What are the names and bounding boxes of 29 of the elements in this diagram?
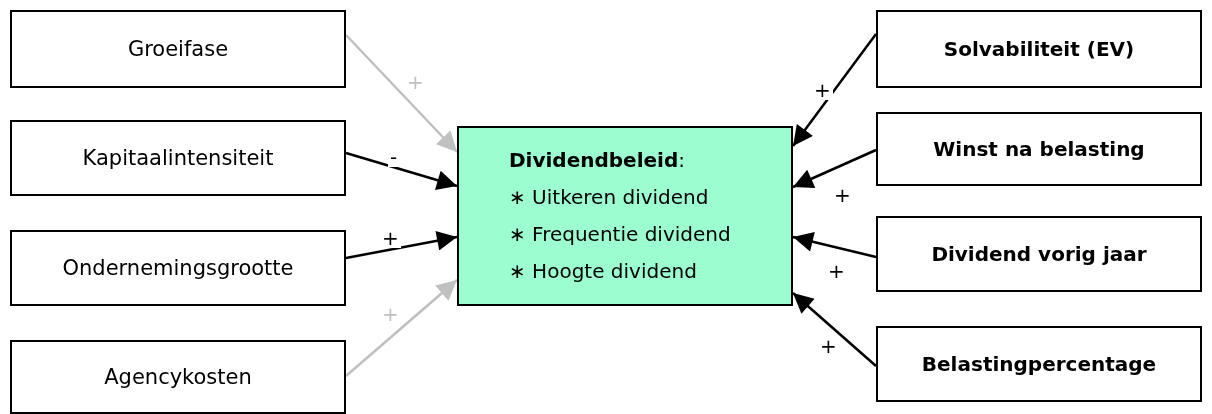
factor-box [10, 230, 346, 306]
arrow [345, 34, 458, 153]
arrow [792, 292, 877, 367]
box-title: Dividendbeleid: [509, 147, 685, 174]
factor-box [876, 216, 1202, 292]
box-title: Agencykosten [104, 365, 252, 389]
factor-box [10, 120, 346, 196]
box-title: Kapitaalintensiteit [82, 146, 274, 170]
box-title: Winst na belasting [933, 137, 1145, 161]
arrow [792, 231, 877, 259]
arrow [345, 279, 458, 377]
list-item: ∗ Frequentie dividend [509, 221, 731, 248]
factor-box [10, 340, 346, 414]
arrow [792, 148, 877, 189]
factor-box [876, 10, 1202, 88]
box-title: Belastingpercentage [921, 352, 1157, 376]
box-title: Groeifase [127, 37, 229, 61]
arrow [345, 230, 458, 260]
factor-box [10, 10, 346, 88]
policy-box [457, 126, 793, 306]
factor-box [876, 112, 1202, 186]
factor-box [876, 326, 1202, 402]
arrow [792, 33, 877, 147]
box-title: Solvabiliteit (EV) [943, 37, 1135, 61]
box-title: Dividend vorig jaar [931, 242, 1147, 266]
box-title: Ondernemingsgrootte [62, 256, 294, 280]
list-item: ∗ Uitkeren dividend [509, 184, 709, 211]
list-item: ∗ Hoogte dividend [509, 258, 697, 285]
arrow [345, 151, 458, 190]
